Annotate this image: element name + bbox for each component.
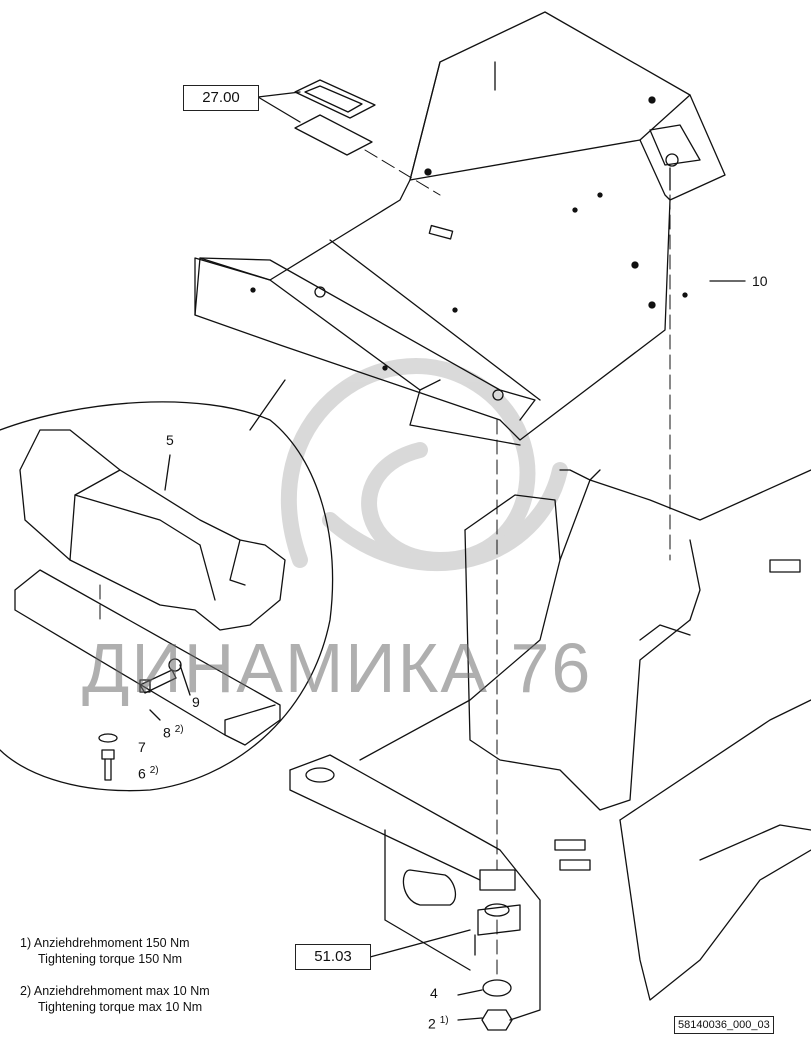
- bolt-8: [139, 669, 177, 694]
- part-label-6-number: 6: [138, 765, 146, 782]
- note-1-line-2: Tightening torque 150 Nm: [38, 952, 183, 966]
- part-label-8: 8 2): [163, 722, 184, 741]
- seat-pan: [194, 11, 726, 446]
- detail-circle: [0, 401, 334, 792]
- cover-plates: [294, 79, 376, 156]
- bolt-6: [101, 749, 115, 781]
- drawing-id: 58140036_000_03: [674, 1016, 774, 1034]
- part-label-9: 9: [192, 694, 200, 710]
- ref-box-51-03[interactable]: 51.03: [295, 944, 371, 970]
- note-2-line-2: Tightening torque max 10 Nm: [38, 1000, 203, 1014]
- part-label-8-note: 2): [174, 724, 184, 735]
- nut-2: [481, 1009, 513, 1031]
- part-label-2-number: 2: [428, 1015, 436, 1032]
- console-bracket: [14, 569, 281, 746]
- part-label-2-note: 1): [439, 1015, 449, 1026]
- watermark-text: ДИНАМИКА 76: [82, 629, 593, 707]
- watermark-logo: [280, 358, 568, 572]
- note-2-line-1: 2) Anziehdrehmoment max 10 Nm: [20, 984, 210, 998]
- part-label-6: 6 2): [138, 763, 159, 782]
- part-label-8-number: 8: [163, 724, 171, 741]
- frame: [289, 469, 811, 1021]
- ref-box-27-00[interactable]: 27.00: [183, 85, 259, 111]
- washer-4: [482, 979, 512, 997]
- washer-7: [98, 733, 118, 743]
- note-1-line-1: 1) Anziehdrehmoment 150 Nm: [20, 936, 190, 950]
- part-label-7: 7: [138, 739, 146, 755]
- part-label-6-note: 2): [149, 765, 159, 776]
- part-label-2: 2 1): [428, 1013, 449, 1032]
- part-label-4: 4: [430, 985, 438, 1001]
- part-label-5: 5: [166, 432, 174, 448]
- rubber-mount: [474, 903, 521, 956]
- part-label-10: 10: [752, 273, 768, 289]
- console: [19, 429, 286, 672]
